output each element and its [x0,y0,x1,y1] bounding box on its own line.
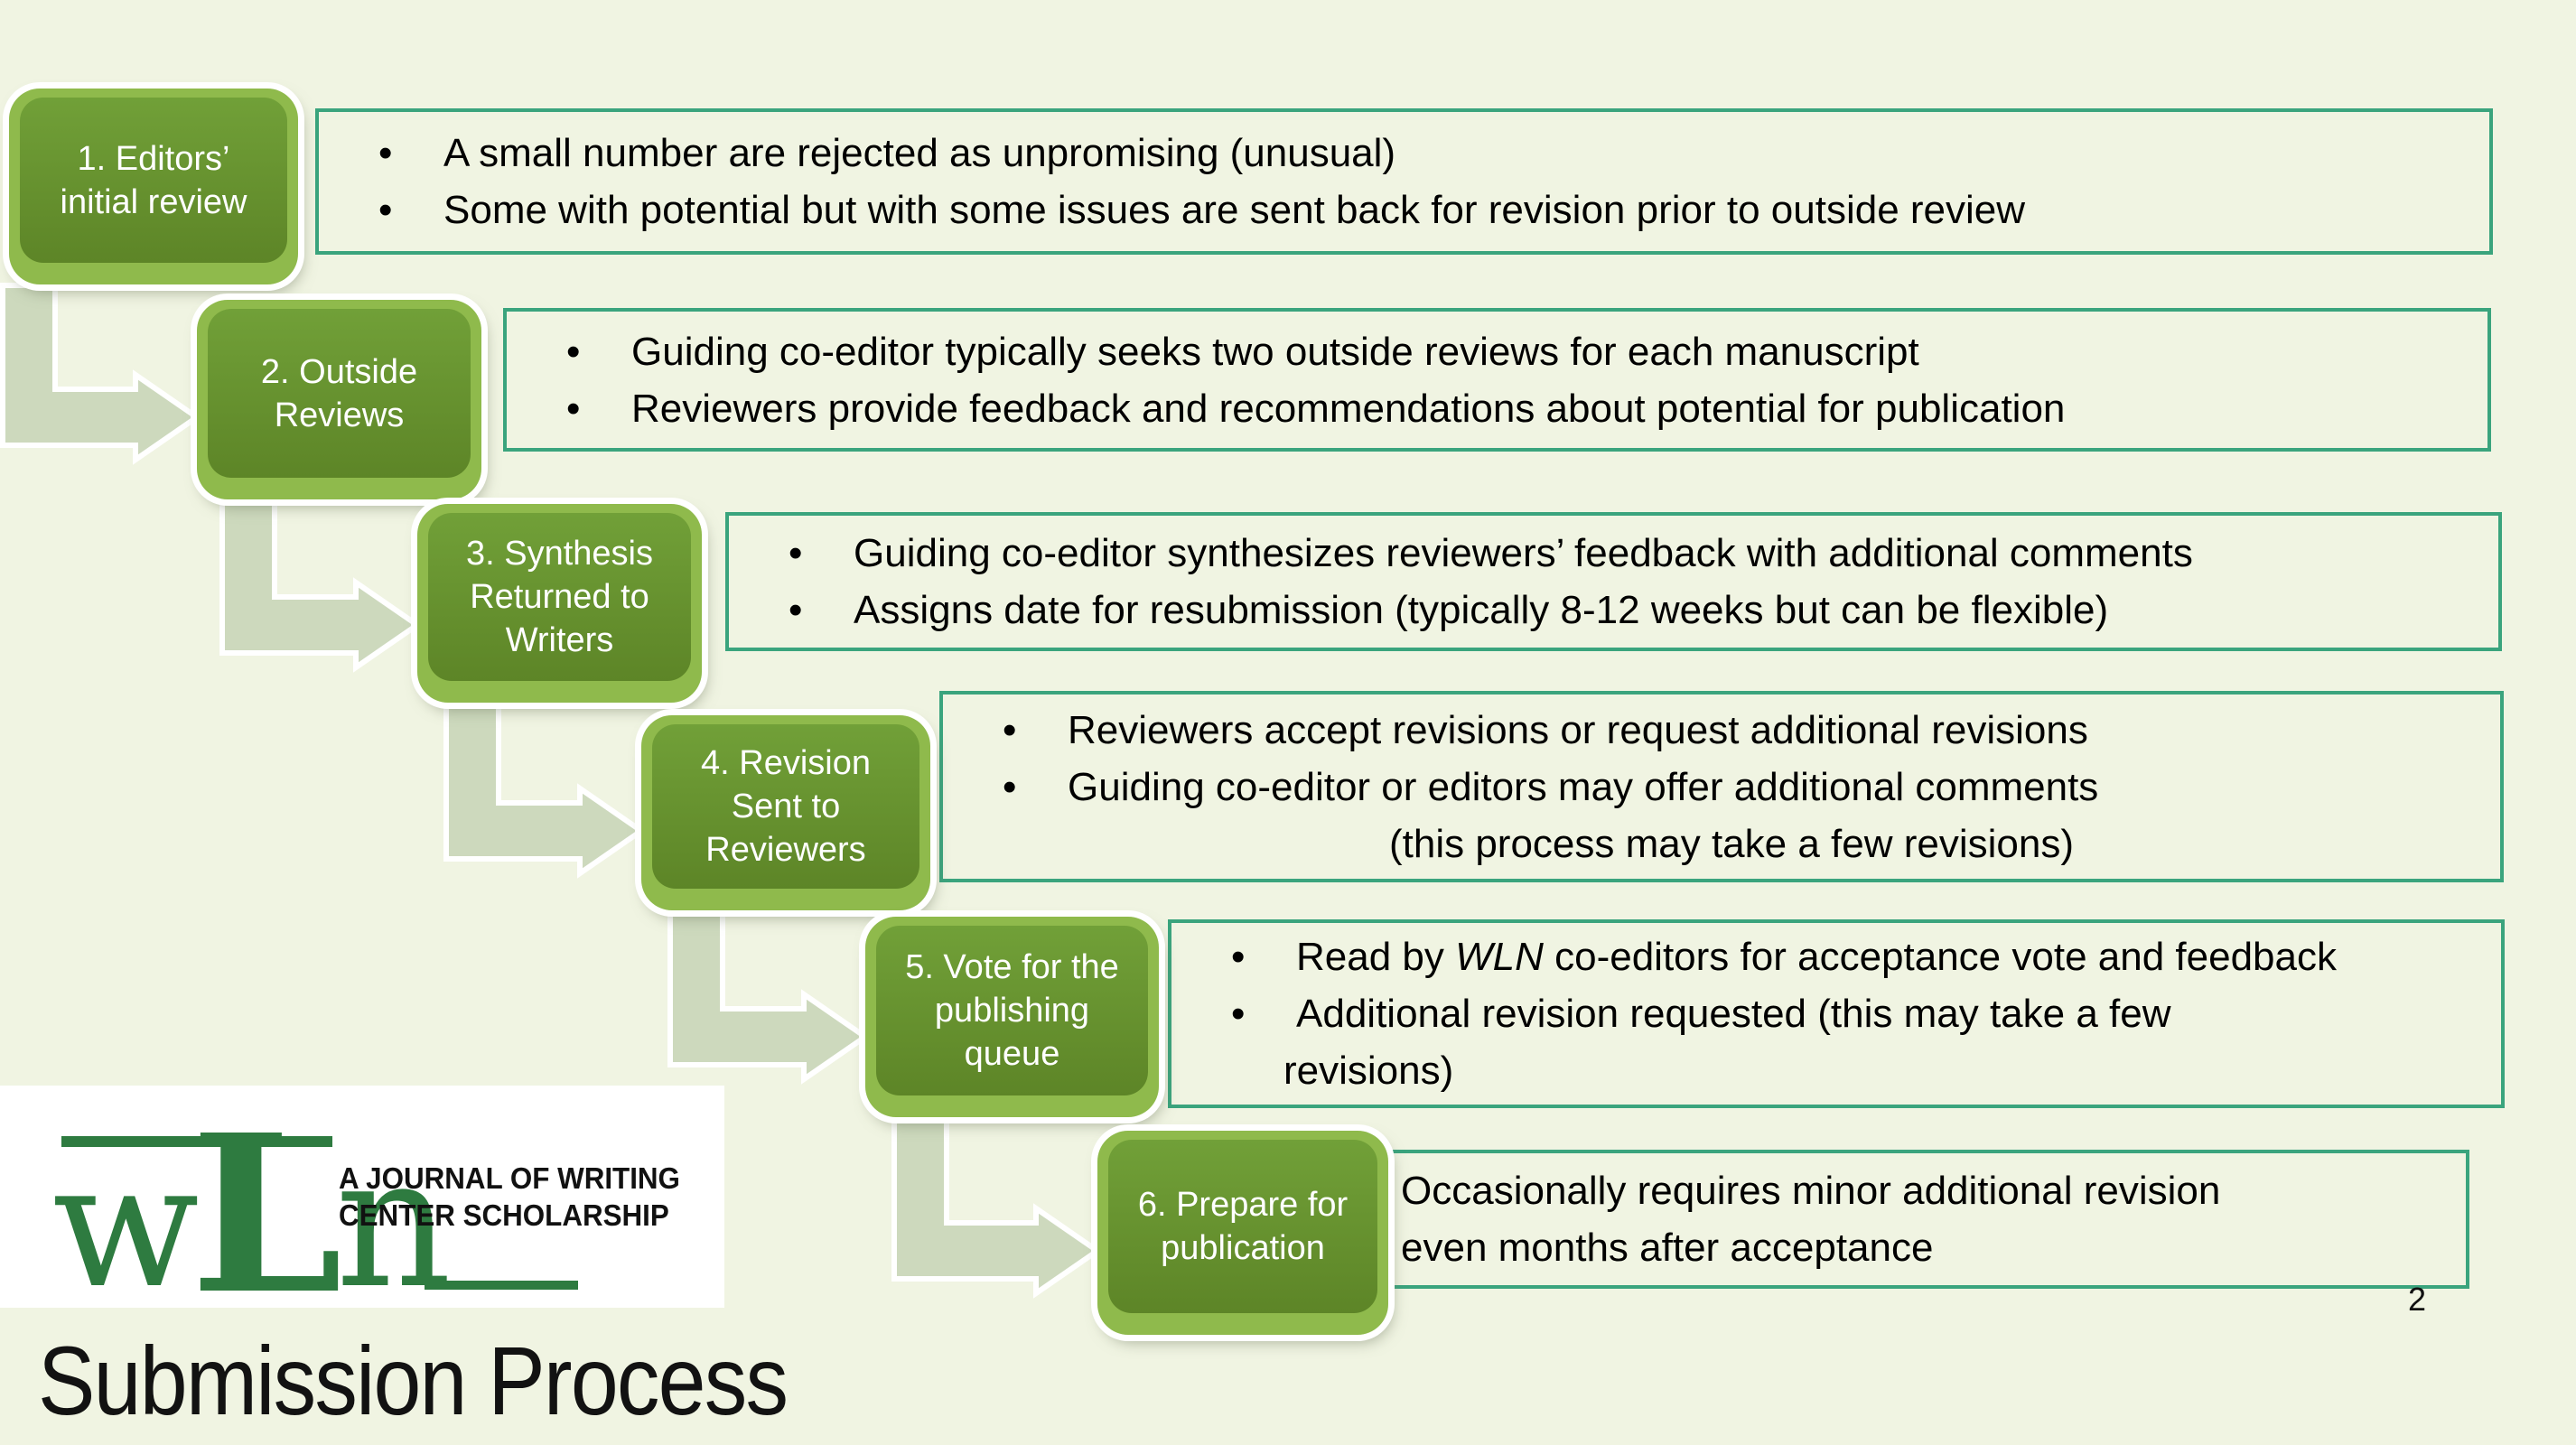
step-label-line: queue [964,1035,1060,1073]
step-box-3-synthesis-returned: 3. Synthesis Returned to Writers [417,504,702,703]
note-line: Occasionally requires minor additional r… [1401,1169,2221,1213]
step-label-line: 6. Prepare for [1137,1186,1349,1224]
step-label-line: publishing [934,992,1090,1030]
step-label-line: 1. Editors’ [77,139,230,178]
step-box-2-outside-reviews: 2. Outside Reviews [197,300,481,499]
flow-arrow-2-3 [219,495,423,673]
step-box-1-label: 1. Editors’ initial review [20,98,287,263]
step-box-2-label: 2. Outside Reviews [208,309,471,478]
step-label-line: Writers [505,621,614,659]
bullet-item: A small number are rejected as unpromisi… [366,125,2462,182]
bullet-item: Assigns date for resubmission (typically… [776,582,2471,639]
logo-letter-n: n [335,1118,453,1328]
logo-underline [425,1281,578,1290]
step-box-3-label: 3. Synthesis Returned to Writers [428,513,691,681]
flow-arrow-1-2 [0,283,202,465]
page-number: 2 [2408,1281,2427,1318]
step-label-line: Returned to [470,578,649,616]
bullet-item: Additional revision requested (this may … [1218,985,2474,1042]
step-label-line: Reviews [274,396,405,434]
logo-letter-l: L [190,1087,343,1342]
bullet-item: Read by WLN co-editors for acceptance vo… [1218,928,2474,985]
text-box-5: Read by WLN co-editors for acceptance vo… [1168,919,2505,1108]
wln-logo-panel: wLn A JOURNAL OF WRITING CENTER SCHOLARS… [0,1086,724,1342]
text-box-1: A small number are rejected as unpromisi… [315,108,2493,255]
step-label-line: 3. Synthesis [466,535,653,573]
logo-tagline-line: CENTER SCHOLARSHIP [339,1198,669,1232]
step-box-6-label: 6. Prepare for publication [1108,1140,1377,1313]
logo-letter-w: w [52,1126,200,1326]
note-line: even months after acceptance [1401,1226,1934,1270]
flow-arrow-4-5 [667,906,871,1085]
text-box-4: Reviewers accept revisions or request ad… [939,691,2504,882]
bullet-item: Guiding co-editor or editors may offer a… [990,759,2473,816]
text-box-2: Guiding co-editor typically seeks two ou… [503,308,2491,452]
step-label-line: initial review [60,182,247,221]
bullet-item: Guiding co-editor typically seeks two ou… [554,323,2460,380]
flow-arrow-3-4 [443,698,647,879]
step-label-line: 2. Outside [260,352,418,391]
step-box-5-vote-publishing-queue: 5. Vote for the publishing queue [865,917,1159,1117]
wln-logo: wLn [52,1082,453,1342]
step-label-line: Sent to [731,788,841,825]
logo-tagline: A JOURNAL OF WRITING CENTER SCHOLARSHIP [339,1160,680,1234]
bullet-item: Reviewers provide feedback and recommend… [554,380,2460,437]
logo-tagline-line: A JOURNAL OF WRITING [339,1161,680,1195]
flow-arrow-5-6 [891,1113,1103,1299]
bullet-item: Some with potential but with some issues… [366,182,2462,238]
step-label-line: publication [1161,1229,1325,1267]
step-label-line: 5. Vote for the [905,948,1119,986]
logo-top-bar [61,1136,332,1147]
journal-name-italic: WLN [1455,935,1544,979]
step-box-1-editors-initial-review: 1. Editors’ initial review [9,89,298,284]
continuation-line: revisions) [1283,1049,1454,1093]
step-box-4-revision-sent: 4. Revision Sent to Reviewers [641,715,930,910]
slide-title: Submission Process [38,1326,789,1435]
step-label-line: 4. Revision [701,744,871,782]
bullet-item: Guiding co-editor synthesizes reviewers’… [776,525,2471,582]
bullet-item: Reviewers accept revisions or request ad… [990,702,2473,759]
note-line: (this process may take a few revisions) [1388,821,2075,866]
step-label-line: Reviewers [705,831,866,869]
step-box-6-prepare-publication: 6. Prepare for publication [1097,1131,1388,1335]
step-box-5-label: 5. Vote for the publishing queue [876,926,1148,1095]
text-box-6: Occasionally requires minor additional r… [1350,1150,2469,1289]
text-box-3: Guiding co-editor synthesizes reviewers’… [725,512,2502,651]
step-box-4-label: 4. Revision Sent to Reviewers [652,724,919,889]
